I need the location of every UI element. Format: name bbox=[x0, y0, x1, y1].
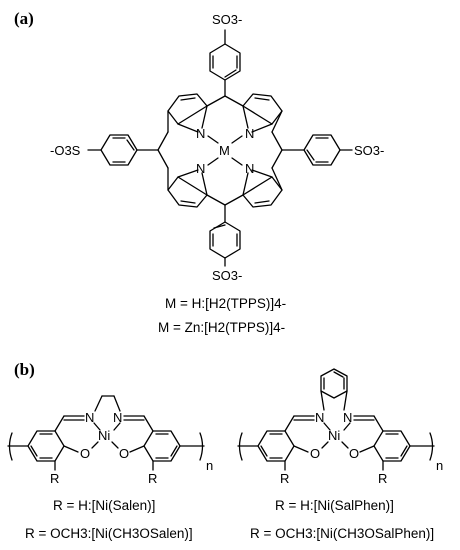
phenyl-left bbox=[87, 134, 159, 166]
salen-ni: Ni bbox=[98, 428, 110, 443]
salen-o-left: O bbox=[80, 446, 90, 461]
metal-center: M bbox=[219, 143, 230, 158]
porphyrin-core bbox=[157, 93, 283, 208]
sulfonate-left: -O3S bbox=[50, 143, 81, 158]
salphen-n-repeat: n bbox=[436, 458, 443, 473]
salen-n-left: N bbox=[85, 410, 94, 425]
nitrogen-br: N bbox=[245, 161, 254, 176]
salphen-n-left: N bbox=[315, 410, 324, 425]
caption-salen-2: R = OCH3:[Ni(CH3OSalen)] bbox=[25, 526, 193, 541]
caption-a-1: M = H:[H2(TPPS)]4- bbox=[165, 296, 286, 311]
phenyl-top bbox=[209, 29, 241, 97]
salen-n-right: N bbox=[113, 410, 122, 425]
salphen-o-left: O bbox=[310, 446, 320, 461]
salen-o-right: O bbox=[119, 446, 129, 461]
salen-structure bbox=[7, 395, 205, 471]
nitrogen-tr: N bbox=[245, 126, 254, 141]
salphen-ni: Ni bbox=[328, 428, 340, 443]
nitrogen-bl: N bbox=[196, 161, 205, 176]
phenyl-right bbox=[281, 134, 353, 166]
salphen-r-right: R bbox=[378, 471, 387, 486]
sulfonate-top: SO3- bbox=[212, 12, 242, 27]
nitrogen-tl: N bbox=[196, 126, 205, 141]
sulfonate-bottom: SO3- bbox=[212, 268, 242, 283]
salen-n-repeat: n bbox=[206, 458, 213, 473]
panel-b-label: (b) bbox=[14, 360, 35, 379]
phenyl-bottom bbox=[209, 204, 241, 267]
salphen-r-left: R bbox=[280, 471, 289, 486]
caption-salphen-2: R = OCH3:[Ni(CH3OSalPhen)] bbox=[250, 526, 434, 541]
salphen-o-right: O bbox=[349, 446, 359, 461]
salphen-structure bbox=[237, 368, 435, 471]
caption-salen-1: R = H:[Ni(Salen)] bbox=[53, 498, 155, 513]
caption-a-2: M = Zn:[H2(TPPS)]4- bbox=[158, 320, 285, 335]
panel-a-label: (a) bbox=[14, 9, 34, 28]
salphen-n-right: N bbox=[343, 410, 352, 425]
caption-salphen-1: R = H:[Ni(SalPhen)] bbox=[275, 498, 394, 513]
sulfonate-right: SO3- bbox=[354, 143, 384, 158]
salen-r-left: R bbox=[50, 471, 59, 486]
salen-r-right: R bbox=[148, 471, 157, 486]
